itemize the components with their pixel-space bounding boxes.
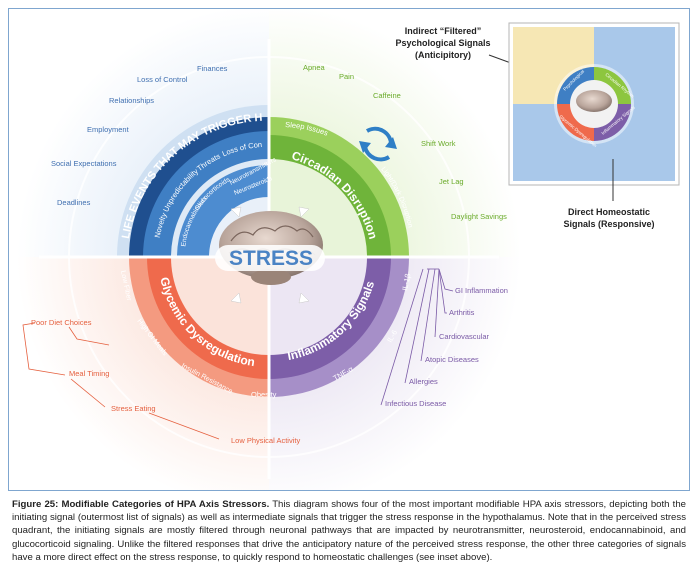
signal-social-expectations: Social Expectations <box>51 159 117 168</box>
figure-caption: Figure 25: Modifiable Categories of HPA … <box>12 498 686 564</box>
svg-text:(Anticipitory): (Anticipitory) <box>415 50 471 60</box>
signal-pain: Pain <box>339 72 354 81</box>
inset-top-label-line1: Indirect “Filtered” <box>405 26 482 36</box>
signal-stress-eating: Stress Eating <box>111 404 156 413</box>
glycemic-core <box>171 257 269 355</box>
inward-arrows <box>230 206 310 304</box>
ring-item-il1b: IL-1β <box>400 272 413 291</box>
signal-caffeine: Caffeine <box>373 91 401 100</box>
center-stress-label: STRESS <box>229 247 313 270</box>
signal-employment: Employment <box>87 125 130 134</box>
cycle-icon <box>359 126 397 162</box>
caption-title: Figure 25: Modifiable Categories of HPA … <box>12 499 270 510</box>
signal-jet-lag: Jet Lag <box>439 177 464 186</box>
inset-diagram: Indirect “Filtered” Psychological Signal… <box>395 22 680 229</box>
signal-low-physical-activity: Low Physical Activity <box>231 436 300 445</box>
signal-arthritis: Arthritis <box>449 308 475 317</box>
signal-daylight-savings: Daylight Savings <box>451 212 507 221</box>
svg-text:Psychological Signals: Psychological Signals <box>395 38 490 48</box>
svg-text:Signals (Responsive): Signals (Responsive) <box>563 219 654 229</box>
hpa-stressor-diagram: STRESS LIFE EVENTS THAT MAY TRIGGER HPA … <box>9 9 680 490</box>
caption-body: This diagram shows four of the most impo… <box>12 499 686 563</box>
inset-bottom-label-line1: Direct Homeostatic <box>568 207 650 217</box>
signal-apnea: Apnea <box>303 63 326 72</box>
signal-poor-diet-choices: Poor Diet Choices <box>31 318 92 327</box>
inflammatory-core <box>269 257 367 355</box>
signal-cardiovascular: Cardiovascular <box>439 332 490 341</box>
signal-gi-inflammation: GI Inflammation <box>455 286 508 295</box>
signal-infectious-disease: Infectious Disease <box>385 399 446 408</box>
stress-label-backdrop <box>215 245 325 271</box>
ring-item-obesity: Obesity <box>251 390 277 399</box>
signal-atopic-diseases: Atopic Diseases <box>425 355 479 364</box>
signal-shift-work: Shift Work <box>421 139 456 148</box>
signal-finances: Finances <box>197 64 228 73</box>
signal-deadlines: Deadlines <box>57 198 91 207</box>
signal-allergies: Allergies <box>409 377 438 386</box>
signal-meal-timing: Meal Timing <box>69 369 109 378</box>
signal-loss-of-control: Loss of Control <box>137 75 188 84</box>
figure-frame: STRESS LIFE EVENTS THAT MAY TRIGGER HPA … <box>8 8 690 491</box>
signal-relationships: Relationships <box>109 96 154 105</box>
